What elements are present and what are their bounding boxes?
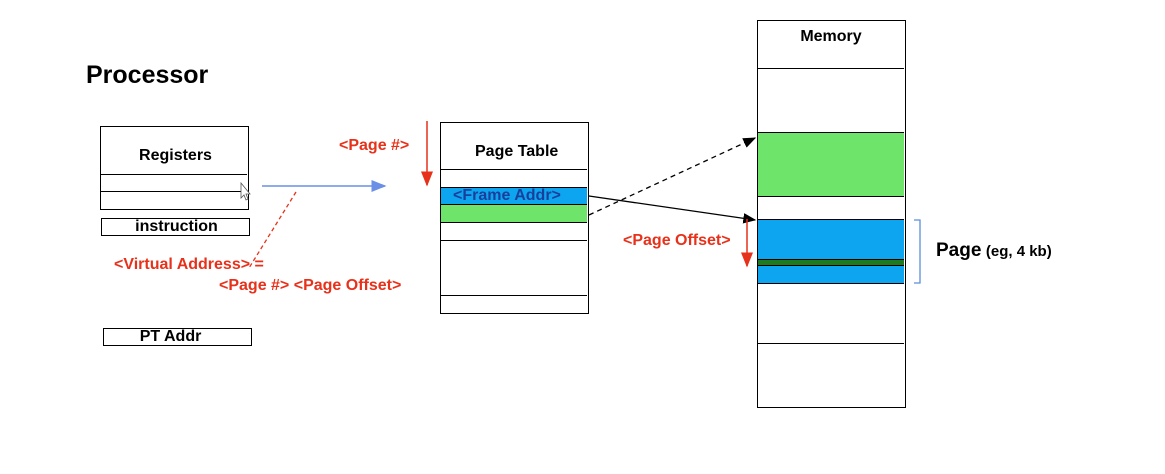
page-table-row-divider xyxy=(441,169,587,170)
page-size-note: (eg, 4 kb) xyxy=(985,243,1052,260)
cursor-icon xyxy=(240,181,251,201)
pt-addr-register: PT Addr xyxy=(103,328,252,346)
frame-addr-label: <Frame Addr> xyxy=(453,187,561,204)
instruction-label: instruction xyxy=(135,218,218,235)
page-number-label: <Page #> xyxy=(339,137,410,154)
processor-title: Processor xyxy=(86,61,209,89)
page-table: Page Table <Frame Addr> xyxy=(440,122,589,314)
registers-label: Registers xyxy=(139,147,212,164)
memory-frame-green xyxy=(758,132,904,197)
page-label: Page (eg, 4 kb) xyxy=(936,240,1052,262)
memory-title: Memory xyxy=(800,28,862,45)
virtual-address-label: <Virtual Address> = xyxy=(114,256,264,273)
register-row-divider xyxy=(101,174,247,175)
other-frame-arrow xyxy=(588,137,757,216)
page-offset-label: <Page Offset> xyxy=(623,232,731,249)
page-table-title: Page Table xyxy=(475,143,559,160)
memory-page-offset-word xyxy=(758,259,904,266)
page-label-text: Page xyxy=(936,240,982,261)
page-table-row-divider xyxy=(441,295,587,296)
virtual-address-format-label: <Page #> <Page Offset> xyxy=(219,277,402,294)
page-table-entry-green xyxy=(441,205,587,223)
registers-box: Registers xyxy=(100,126,249,210)
page-bracket xyxy=(914,219,921,284)
instruction-register: instruction xyxy=(101,218,250,236)
page-table-entry-highlighted: <Frame Addr> xyxy=(441,187,587,205)
page-table-row-divider xyxy=(441,240,587,241)
memory: Memory xyxy=(757,20,906,408)
memory-row-divider xyxy=(758,68,904,69)
pt-addr-label: PT Addr xyxy=(139,328,202,345)
register-row-divider xyxy=(101,191,247,192)
memory-page-frame xyxy=(758,219,904,284)
frame-address-arrow xyxy=(588,195,757,224)
virtual-address-pointer xyxy=(248,191,297,269)
memory-row-divider xyxy=(758,343,904,344)
